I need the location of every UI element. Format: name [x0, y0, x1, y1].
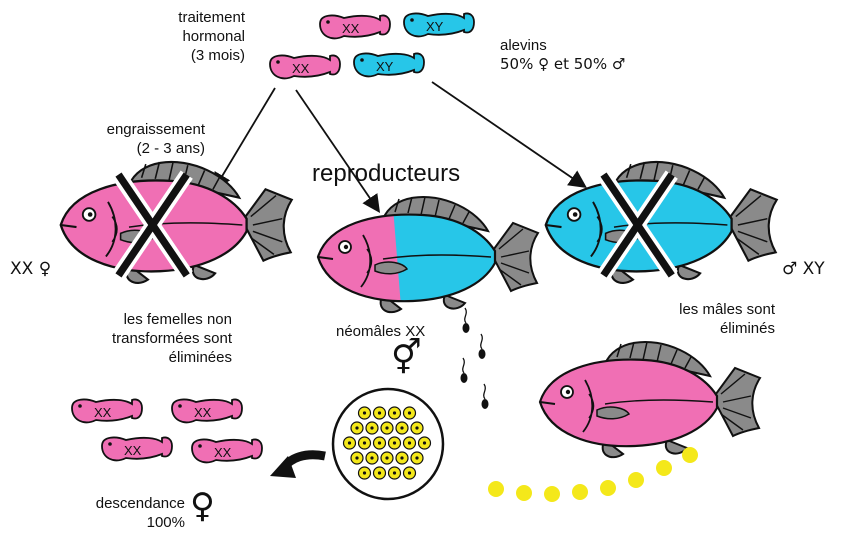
females-eliminated-label: les femelles non transformées sont élimi… [80, 310, 232, 367]
sperm-icon [463, 308, 470, 333]
egg-nucleus [378, 411, 381, 414]
fry-male: XY [404, 13, 474, 36]
egg-icon [600, 480, 616, 496]
egg-trail [488, 447, 698, 502]
xy-male-label: ♂ XY [782, 260, 825, 279]
egg-icon [572, 484, 588, 500]
fry-female: XX [320, 15, 390, 38]
egg-icon [544, 486, 560, 502]
males-eliminated-line-1: les mâles sont [660, 300, 775, 319]
curved-arrow-icon [270, 455, 325, 478]
arrow-to-breeders [296, 90, 378, 210]
offspring-line-1: descendance [60, 494, 185, 513]
females-eliminated-line-3: éliminées [80, 348, 232, 367]
female-breeder-fish [535, 342, 760, 457]
fattening-label: engraissement (2 - 3 ans) [70, 120, 205, 158]
egg-nucleus [363, 441, 366, 444]
fry-label: XX [342, 21, 360, 36]
females-eliminated-line-1: les femelles non [80, 310, 232, 329]
sperm-icon [479, 334, 486, 359]
egg-nucleus [408, 471, 411, 474]
egg-nucleus [415, 426, 418, 429]
female-fish-eliminated [56, 162, 292, 283]
female-symbol-icon: ♀ [190, 486, 215, 526]
neomale-fish [313, 197, 538, 312]
sperm-icon [461, 358, 468, 383]
fry-label: XX [124, 443, 142, 458]
egg-icon [516, 485, 532, 501]
offspring-line-2: 100% [60, 513, 185, 532]
arrow-to-females [215, 88, 275, 188]
egg-nucleus [393, 411, 396, 414]
egg-nucleus [423, 441, 426, 444]
egg-nucleus [370, 456, 373, 459]
fry-label: XX [94, 405, 112, 420]
fry-label: XX [214, 445, 232, 460]
fry-female: XX [102, 437, 172, 460]
females-eliminated-line-2: transformées sont [80, 329, 232, 348]
egg-nucleus [348, 441, 351, 444]
fry-female: XX [172, 399, 242, 422]
fattening-line-1: engraissement [70, 120, 205, 139]
fry-female: XX [192, 439, 262, 462]
fry-caption-line-1: alevins [500, 36, 625, 55]
egg-nucleus [393, 471, 396, 474]
fry-caption-line-2: 50% ♀ et 50% ♂ [500, 55, 625, 74]
egg-nucleus [393, 441, 396, 444]
sperm-cells [461, 308, 489, 409]
egg-nucleus [385, 426, 388, 429]
egg-nucleus [378, 471, 381, 474]
egg-nucleus [415, 456, 418, 459]
sperm-icon [482, 384, 489, 409]
offspring-label: descendance 100% [60, 494, 185, 532]
egg-nucleus [378, 441, 381, 444]
fry-group: XX XY XX XY [270, 13, 474, 78]
fry-label: XY [376, 59, 394, 74]
egg-nucleus [385, 456, 388, 459]
fry-label: XX [194, 405, 212, 420]
egg-icon [682, 447, 698, 463]
egg-nucleus [355, 426, 358, 429]
egg-nucleus [400, 426, 403, 429]
egg-icon [656, 460, 672, 476]
egg-nucleus [355, 456, 358, 459]
fry-caption: alevins 50% ♀ et 50% ♂ [500, 36, 625, 74]
treatment-label: traitement hormonal (3 mois) [130, 8, 245, 65]
egg-nucleus [363, 471, 366, 474]
breeders-title: reproducteurs [312, 160, 460, 188]
xx-female-label: XX ♀ [10, 260, 51, 279]
egg-mass [333, 389, 443, 499]
fry-label: XY [426, 19, 444, 34]
males-eliminated-label: les mâles sont éliminés [660, 300, 775, 338]
treatment-line-2: hormonal [130, 27, 245, 46]
egg-nucleus [370, 426, 373, 429]
fry-male: XY [354, 53, 424, 76]
egg-nucleus [408, 441, 411, 444]
fry-female: XX [270, 55, 340, 78]
neomale-symbol: ⚥ [391, 338, 422, 378]
egg-nucleus [400, 456, 403, 459]
fattening-line-2: (2 - 3 ans) [70, 139, 205, 158]
egg-icon [628, 472, 644, 488]
treatment-line-1: traitement [130, 8, 245, 27]
egg-nucleus [363, 411, 366, 414]
males-eliminated-line-2: éliminés [660, 319, 775, 338]
egg-nucleus [408, 411, 411, 414]
treatment-line-3: (3 mois) [130, 46, 245, 65]
egg-icon [488, 481, 504, 497]
fry-label: XX [292, 61, 310, 76]
offspring-group: XX XX XX XX [72, 399, 262, 462]
fry-female: XX [72, 399, 142, 422]
